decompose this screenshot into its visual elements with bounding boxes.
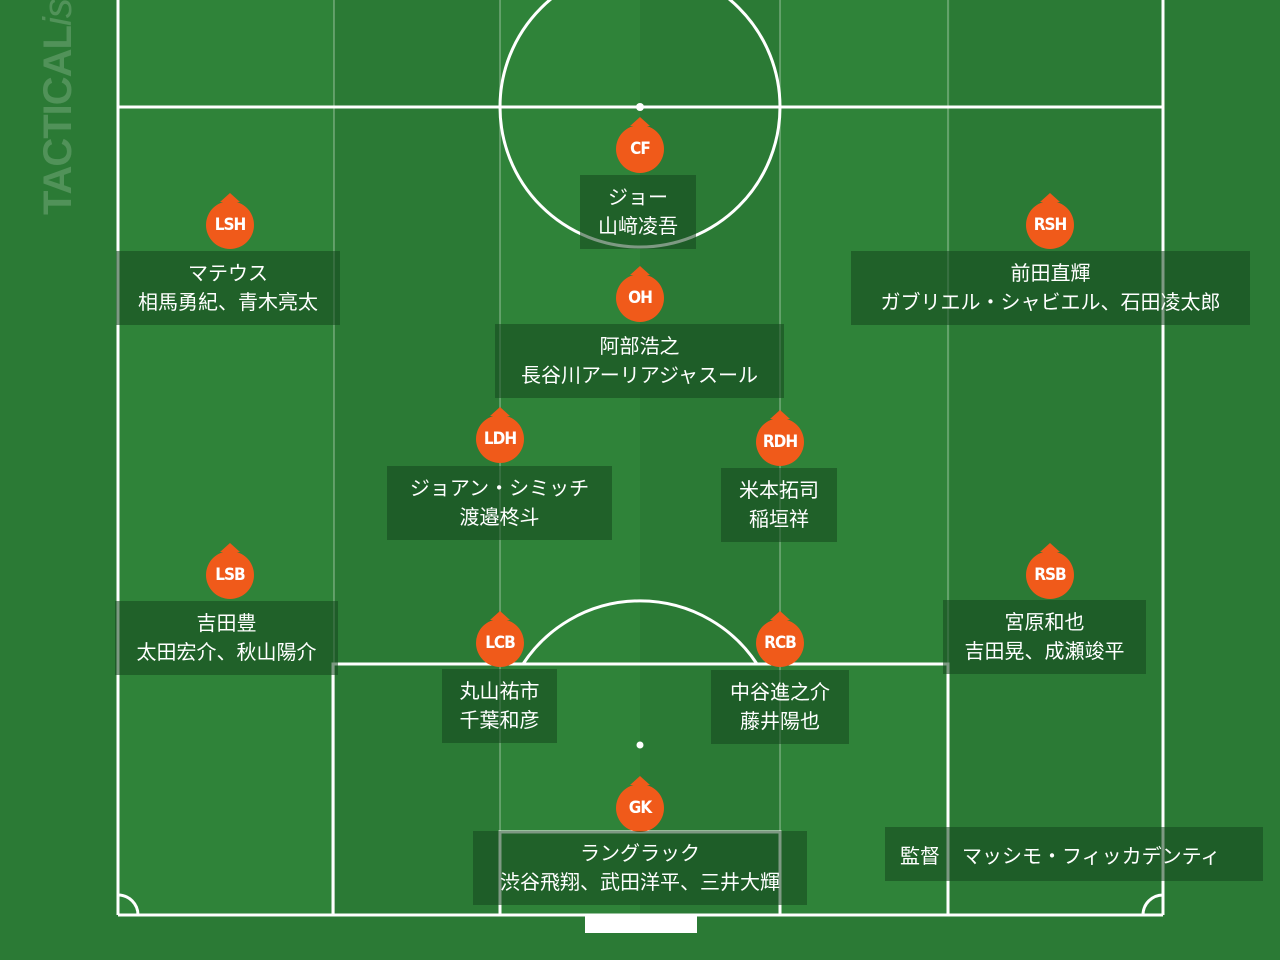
starter-name: 前田直輝 <box>1010 261 1091 285</box>
direction-triangle-icon <box>1040 193 1060 202</box>
substitute-names: 稲垣祥 <box>749 507 809 531</box>
direction-triangle-icon <box>220 193 240 202</box>
position-label: RCB <box>756 619 804 667</box>
position-label: RSB <box>1026 551 1074 599</box>
starter-name: ジョー <box>608 185 668 209</box>
direction-triangle-icon <box>630 266 650 275</box>
starter-name: 中谷進之介 <box>730 680 830 704</box>
direction-triangle-icon <box>770 611 790 620</box>
direction-triangle-icon <box>490 407 510 416</box>
position-label: RSH <box>1026 201 1074 249</box>
player-namebox-oh: 阿部浩之 長谷川アーリアジャスール <box>495 324 784 398</box>
substitute-names: 太田宏介、秋山陽介 <box>136 640 317 664</box>
starter-name: ラングラック <box>580 841 700 865</box>
position-label: LDH <box>476 415 524 463</box>
position-marker-lsh: LSH <box>206 193 254 249</box>
starter-name: 阿部浩之 <box>599 334 680 358</box>
player-namebox-rdh: 米本拓司 稲垣祥 <box>721 468 837 542</box>
substitute-names: ガブリエル・シャビエル、石田凌太郎 <box>880 290 1221 314</box>
player-namebox-lsb: 吉田豊 太田宏介、秋山陽介 <box>115 601 338 675</box>
direction-triangle-icon <box>1040 543 1060 552</box>
starter-name: ジョアン・シミッチ <box>409 476 590 500</box>
player-namebox-gk: ラングラック 渋谷飛翔、武田洋平、三井大輝 <box>473 831 807 905</box>
position-marker-oh: OH <box>616 266 664 322</box>
starter-name: 丸山祐市 <box>459 679 540 703</box>
position-marker-rsb: RSB <box>1026 543 1074 599</box>
position-label: LCB <box>476 619 524 667</box>
position-label: RDH <box>756 418 804 466</box>
starter-name: 宮原和也 <box>1004 610 1085 634</box>
position-marker-rsh: RSH <box>1026 193 1074 249</box>
tacticalista-watermark-logo: TACTICALista <box>36 0 80 215</box>
position-label: GK <box>616 784 664 832</box>
direction-triangle-icon <box>630 776 650 785</box>
substitute-names: 相馬勇紀、青木亮太 <box>138 290 318 314</box>
position-marker-rdh: RDH <box>756 410 804 466</box>
position-label: OH <box>616 274 664 322</box>
position-marker-cf: CF <box>616 117 664 173</box>
manager-name: マッシモ・フィッカデンティ <box>962 843 1221 868</box>
position-marker-gk: GK <box>616 776 664 832</box>
position-label: LSB <box>206 551 254 599</box>
player-namebox-lsh: マテウス 相馬勇紀、青木亮太 <box>116 251 340 325</box>
position-label: LSH <box>206 201 254 249</box>
starter-name: マテウス <box>188 261 268 285</box>
manager-role-label: 監督 <box>900 843 940 868</box>
starter-name: 米本拓司 <box>739 478 819 502</box>
substitute-names: 渡邉柊斗 <box>459 505 540 529</box>
substitute-names: 長谷川アーリアジャスール <box>521 363 758 387</box>
manager-box: 監督 マッシモ・フィッカデンティ <box>885 827 1263 881</box>
player-namebox-rcb: 中谷進之介 藤井陽也 <box>711 670 849 744</box>
position-label: CF <box>616 125 664 173</box>
substitute-names: 山﨑凌吾 <box>598 214 678 238</box>
substitute-names: 藤井陽也 <box>740 709 820 733</box>
direction-triangle-icon <box>220 543 240 552</box>
substitute-names: 吉田晃、成瀬竣平 <box>964 639 1125 663</box>
position-marker-rcb: RCB <box>756 611 804 667</box>
starter-name: 吉田豊 <box>196 611 257 635</box>
player-namebox-lcb: 丸山祐市 千葉和彦 <box>442 669 557 743</box>
player-namebox-rsh: 前田直輝 ガブリエル・シャビエル、石田凌太郎 <box>851 251 1250 325</box>
substitute-names: 千葉和彦 <box>459 708 540 732</box>
direction-triangle-icon <box>630 117 650 126</box>
position-marker-ldh: LDH <box>476 407 524 463</box>
position-marker-lcb: LCB <box>476 611 524 667</box>
substitute-names: 渋谷飛翔、武田洋平、三井大輝 <box>500 870 780 894</box>
position-marker-lsb: LSB <box>206 543 254 599</box>
direction-triangle-icon <box>770 410 790 419</box>
direction-triangle-icon <box>490 611 510 620</box>
player-namebox-ldh: ジョアン・シミッチ 渡邉柊斗 <box>387 466 612 540</box>
player-namebox-rsb: 宮原和也 吉田晃、成瀬竣平 <box>943 600 1146 674</box>
player-namebox-cf: ジョー 山﨑凌吾 <box>580 175 696 249</box>
